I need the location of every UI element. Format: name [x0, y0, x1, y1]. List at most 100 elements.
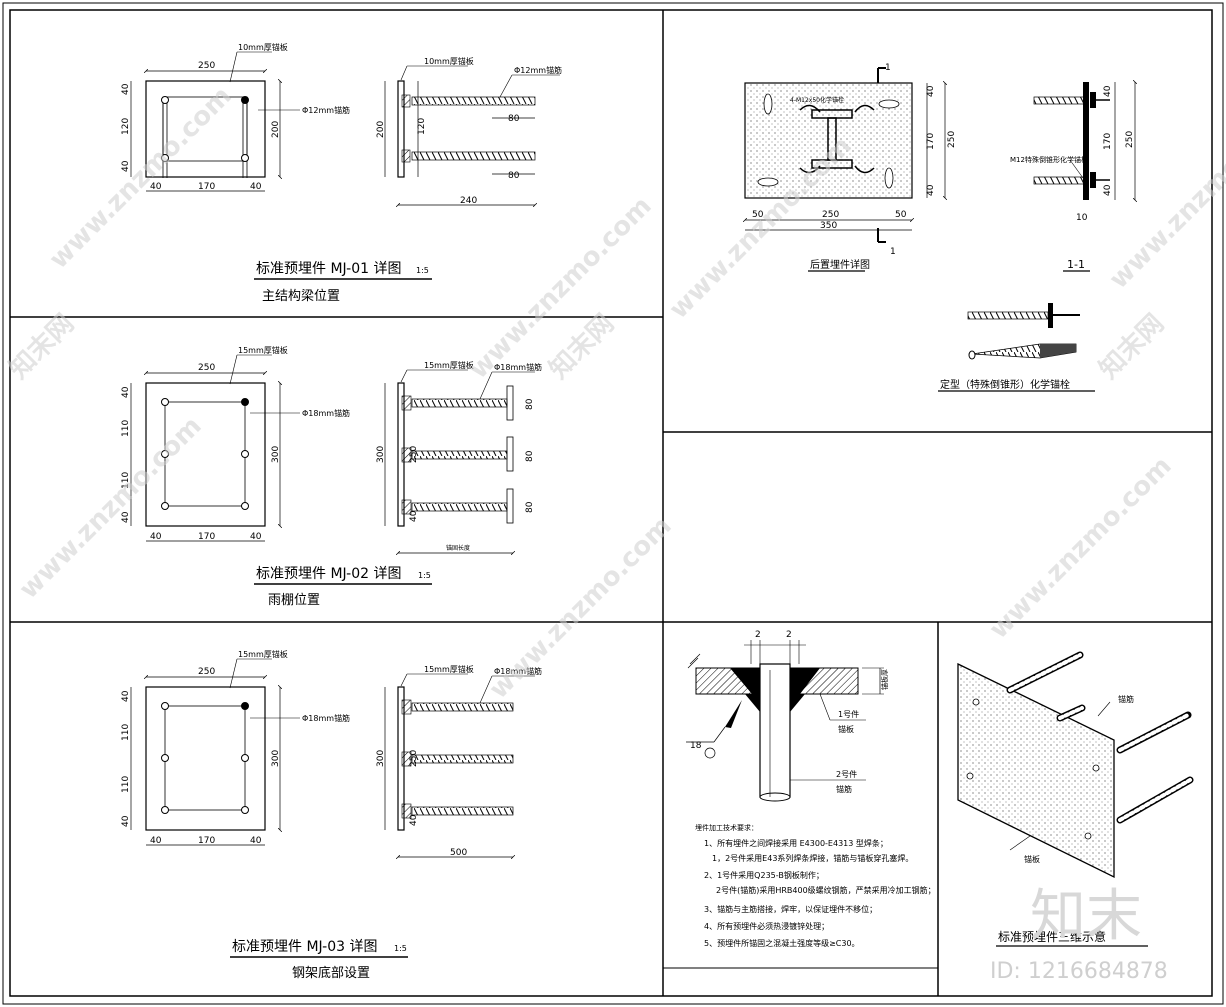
watermark-site-7: www.znzmo.com: [1104, 101, 1226, 295]
weld-labels: 2 2 锚板厚 1号件 锚板 2号件 锚筋 18 埋件加工技术要求： 1、所有埋…: [690, 630, 936, 948]
mj01-dim-v1: 40: [121, 83, 131, 95]
mj02-side-view: [384, 369, 535, 553]
post-embed-plan: [745, 67, 945, 243]
watermark-site-6: www.znzmo.com: [984, 451, 1178, 645]
mj01-dim-b1: 40: [150, 182, 162, 192]
mj02-dim-height: 300: [271, 446, 281, 463]
mj03-dim-v1: 40: [121, 690, 131, 702]
post-dim-b1: 50: [752, 210, 764, 220]
mj03-dim-b2: 170: [198, 836, 215, 846]
post-dim-v1: 40: [926, 85, 936, 97]
mj03-dim-side-v4: 40: [409, 814, 419, 826]
weld-part2: 2号件: [836, 769, 857, 779]
mj02-rebar-note-side: Φ18mm锚筋: [494, 362, 542, 372]
iso-title: 标准预埋件三维示意: [998, 929, 1106, 944]
post-sec-gap: 10: [1076, 213, 1088, 223]
mj02-plate-note: 15mm厚锚板: [238, 345, 288, 355]
mj01-plate-note-side: 10mm厚锚板: [424, 56, 474, 66]
iso-plate-label: 锚板: [1024, 854, 1040, 864]
mj02-dim-v2: 110: [121, 420, 131, 437]
mj02-dim-side-height: 300: [376, 446, 386, 463]
mj03-plate-note: 15mm厚锚板: [238, 649, 288, 659]
req-1b: 1，2号件采用E43系列焊条焊接，锚筋与锚板穿孔塞焊。: [712, 853, 913, 863]
mj02-dim-b3: 40: [250, 532, 262, 542]
post-bolt-note: 4-M12x50化学锚栓: [790, 96, 844, 104]
watermark-brand-2: 知末网: [544, 309, 620, 385]
iso-rebar-label: 锚筋: [1118, 694, 1134, 704]
mj01-side-view: [384, 65, 560, 205]
mj02-dim-total: 锚固长度: [446, 544, 470, 552]
mj03-side-view: [384, 673, 535, 857]
section-title: 1-1: [1067, 258, 1085, 271]
post-dim-v2: 170: [926, 133, 936, 150]
mj01-plan-view: [130, 51, 300, 192]
mj02-scale: 1:5: [418, 571, 431, 580]
mj02-dim-len1: 80: [525, 398, 535, 410]
post-dim-b2: 250: [822, 210, 839, 220]
mj03-dim-side-height: 300: [376, 750, 386, 767]
mj03-rebar-note-side: Φ18mm锚筋: [494, 666, 542, 676]
watermark-site-2: www.znzmo.com: [14, 411, 208, 605]
req-4: 4、所有预埋件必须热浸镀锌处理；: [704, 921, 829, 931]
watermark-brand-3: 知末网: [1094, 309, 1170, 385]
weld-part1: 1号件: [838, 709, 859, 719]
anchor-title: 定型（特殊倒锥形）化学锚栓: [940, 378, 1070, 391]
watermark-id: ID: 1216684878: [990, 959, 1168, 984]
mj03-dim-b3: 40: [250, 836, 262, 846]
watermark-brand-1: 知末网: [4, 309, 80, 385]
post-sec-v1: 40: [1103, 85, 1113, 97]
mj01-labels: 250 40 120 40 200 40 170 40 10mm厚锚板 Φ12m…: [121, 42, 562, 304]
watermark-logo: 知末: [1030, 884, 1142, 949]
mj03-dim-total: 500: [450, 848, 467, 858]
mj02-labels: 250 40 110 110 40 300 40 170 40 15mm厚锚板 …: [121, 345, 542, 608]
watermark-site-1: www.znzmo.com: [44, 81, 238, 275]
post-sec-height: 250: [1125, 131, 1135, 148]
mj02-dim-v4: 40: [121, 511, 131, 523]
mj02-dim-b2: 170: [198, 532, 215, 542]
mj01-title: 标准预埋件 MJ-01 详图: [256, 261, 401, 277]
iso-labels: 锚筋 锚板 标准预埋件三维示意: [996, 694, 1148, 947]
mj01-dim-len1: 80: [508, 114, 520, 124]
mj02-dim-b1: 40: [150, 532, 162, 542]
post-dim-v3: 40: [926, 184, 936, 196]
post-chem-note: M12特殊倒锥形化学锚栓: [1010, 155, 1088, 164]
post-dim-total: 350: [820, 221, 837, 231]
mj02-plate-note-side: 15mm厚锚板: [424, 360, 474, 370]
weld-thk-label: 锚板厚: [880, 669, 889, 690]
mj03-dim-height: 300: [271, 750, 281, 767]
mj02-dim-len2: 80: [525, 450, 535, 462]
weld-part1-name: 锚板: [838, 724, 854, 734]
mj03-title: 标准预埋件 MJ-03 详图: [232, 939, 377, 955]
mj02-dim-len3: 80: [525, 501, 535, 513]
post-title: 后置埋件详图: [810, 258, 870, 271]
mj02-dim-width: 250: [198, 363, 215, 373]
section-mark-bottom: 1: [890, 247, 896, 257]
mj03-dim-width: 250: [198, 667, 215, 677]
post-sec-v3: 40: [1103, 184, 1113, 196]
weld-detail: [686, 640, 884, 802]
mj01-dim-side-height: 200: [376, 121, 386, 138]
mj03-plan-view: [130, 658, 300, 846]
mj02-title: 标准预埋件 MJ-02 详图: [256, 566, 401, 582]
mj01-plate-note: 10mm厚锚板: [238, 42, 288, 52]
post-sec-v2: 170: [1103, 133, 1113, 150]
mj02-plan-view: [130, 354, 300, 542]
req-title: 埋件加工技术要求：: [695, 823, 758, 832]
req-2b: 2号件(锚筋)采用HRB400级螺纹钢筋，严禁采用冷加工钢筋；: [716, 885, 936, 895]
req-3: 3、锚筋与主筋搭接，焊牢，以保证埋件不移位；: [704, 904, 877, 914]
mj03-plate-note-side: 15mm厚锚板: [424, 664, 474, 674]
mj01-dim-b3: 40: [250, 182, 262, 192]
req-5: 5、预埋件所锚固之混凝土强度等级≥C30。: [704, 938, 860, 948]
chemical-anchor-figure: [967, 303, 1080, 360]
mj01-dim-total: 240: [460, 196, 477, 206]
post-embed-labels: 1 1 4-M12x50化学锚栓 50 250 50 350 40 170 40…: [752, 63, 1135, 392]
mj03-rebar-note: Φ18mm锚筋: [302, 713, 350, 723]
mj02-dim-side-v2: 250: [409, 446, 419, 463]
mj01-dim-v3: 40: [121, 160, 131, 172]
section-mark-top: 1: [885, 63, 891, 73]
mj01-dim-width: 250: [198, 61, 215, 71]
mj01-scale: 1:5: [416, 266, 429, 275]
mj02-subtitle: 雨棚位置: [268, 593, 320, 608]
weld-gap-b: 2: [786, 630, 792, 640]
